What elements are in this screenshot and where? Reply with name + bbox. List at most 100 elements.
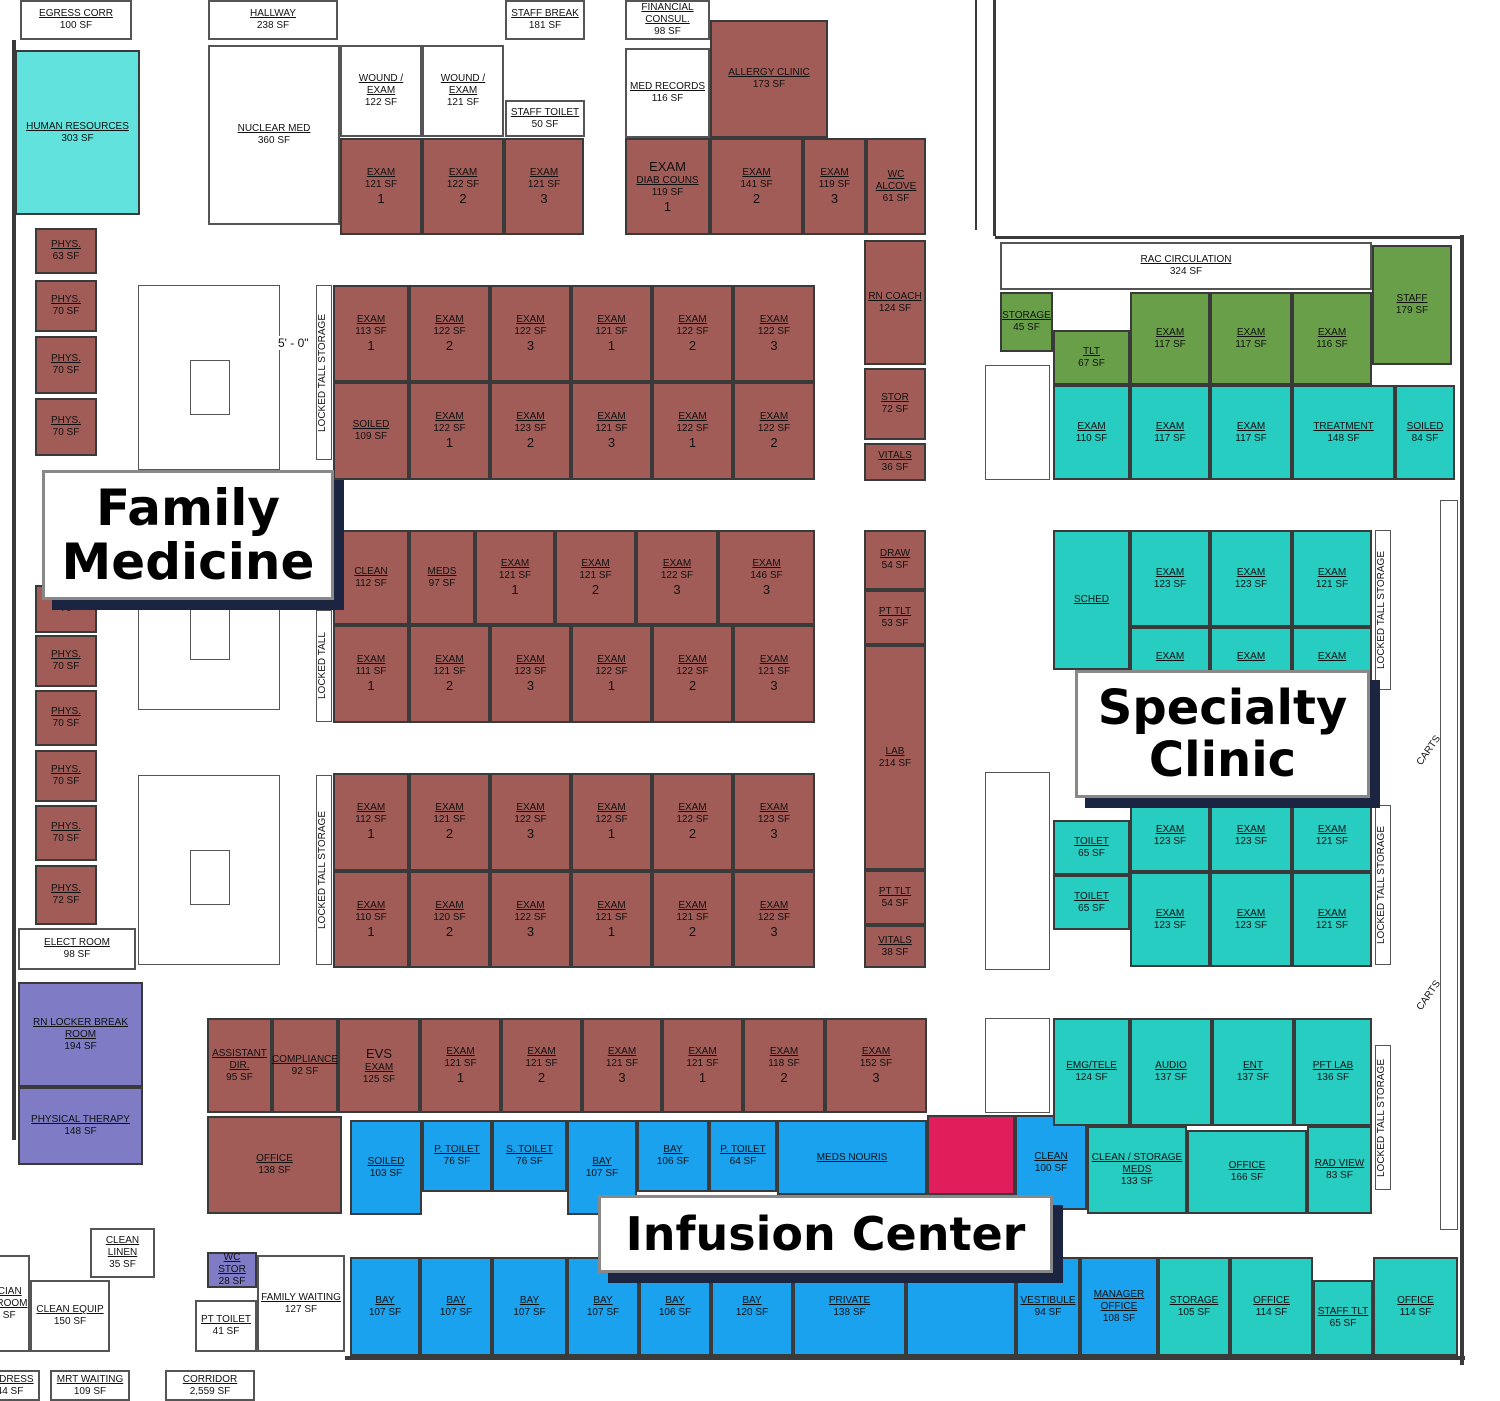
room-area: 122 SF — [676, 666, 709, 677]
room-name: STAFF TOILET — [510, 106, 580, 118]
room-number: 3 — [770, 826, 778, 841]
room-area: 123 SF — [514, 666, 547, 677]
room-area: 360 SF — [257, 135, 291, 146]
room-area: 70 SF — [52, 365, 80, 376]
room-area: 76 SF — [516, 1156, 543, 1167]
waiting-furniture-2 — [985, 772, 1050, 970]
room-number: 2 — [688, 678, 697, 693]
room-area: 121 SF — [433, 666, 466, 677]
room-area: 53 SF — [881, 617, 909, 629]
room-number: 1 — [445, 435, 454, 450]
room-area: 110 SF — [355, 911, 387, 923]
room-area: 121 SF — [444, 1057, 477, 1069]
dimension-label: 5' - 0" — [278, 336, 309, 350]
room-area: 124 SF — [878, 302, 912, 314]
room-area: 324 SF — [1169, 266, 1203, 277]
room-name: EXAM — [752, 557, 781, 569]
room-area: 118 SF — [768, 1057, 800, 1069]
room-name: EXAM — [678, 802, 707, 813]
specialty-clinic-callout: Specialty Clinic — [1075, 670, 1370, 798]
room-area: 97 SF — [428, 577, 456, 589]
room-prefix: EVS — [365, 1045, 392, 1061]
room-area: 70 SF — [52, 776, 80, 787]
room-name: EXAM — [861, 1045, 891, 1057]
room-name: CLEAN — [354, 565, 388, 577]
room-name: EXAM — [516, 411, 545, 422]
room-name: PFT LAB — [1312, 1060, 1354, 1071]
room-name: EXAM — [446, 1045, 475, 1057]
room-area: 107 SF — [439, 1306, 473, 1318]
room-number: 3 — [526, 337, 535, 353]
room-number: 2 — [780, 1069, 788, 1085]
room-area: 123 SF — [1153, 836, 1187, 847]
room-area: 120 SF — [433, 911, 466, 923]
room-number: 3 — [762, 581, 771, 597]
family-medicine-line-1: Family — [96, 479, 280, 537]
room-prefix: EXAM — [649, 158, 686, 174]
room-name: MEDS — [427, 565, 457, 577]
room-number: 1 — [367, 678, 375, 693]
room-area: 136 SF — [1316, 1072, 1350, 1083]
room-number: 3 — [526, 678, 535, 693]
room-name: HUMAN RESOURCES — [26, 120, 129, 132]
room-area: 150 SF — [53, 1316, 87, 1327]
room-area: 112 SF — [355, 814, 387, 825]
room-area: 121 SF — [364, 178, 398, 190]
room-area: 194 SF — [64, 1040, 97, 1052]
room-name: EXAM — [1155, 907, 1185, 919]
locked-tall-storage-1: LOCKED TALL STORAGE — [316, 285, 332, 460]
room-name: EXAM — [581, 557, 610, 569]
room-name: EXAM — [448, 166, 478, 178]
room-area: 122 SF — [757, 423, 791, 434]
room-name: DIAB COUNS — [636, 174, 699, 186]
room-area: 65 SF — [1329, 1318, 1357, 1329]
room-name: OFFICE — [1253, 1294, 1290, 1306]
room-name: ALLERGY CLINIC — [728, 67, 810, 78]
room-name: EXAM — [516, 899, 545, 911]
room-name: SICIAN RKROOM — [0, 1285, 28, 1309]
room-number: 1 — [377, 190, 385, 206]
room-name: BAY — [592, 1155, 612, 1167]
room-area: 121 SF — [433, 814, 466, 825]
room-area: 76 SF — [443, 1156, 471, 1167]
room-area: 100 SF — [59, 20, 93, 31]
room-name: EXAM — [678, 654, 707, 665]
room-area: 70 SF — [52, 718, 80, 729]
room-name: P. TOILET — [434, 1144, 480, 1155]
room-name: PHYS. — [50, 415, 81, 426]
room-area: 123 SF — [1153, 919, 1187, 931]
room-name: EXAM — [435, 313, 464, 325]
room-number: 2 — [688, 826, 697, 841]
room-name: BAY — [663, 1144, 683, 1155]
specialty-clinic-line-2: Clinic — [1148, 732, 1297, 788]
room-area: 64 SF — [729, 1156, 757, 1167]
room-name: LAB — [885, 745, 905, 757]
room-area: 61 SF — [882, 192, 910, 204]
room-number: 3 — [540, 190, 548, 206]
room-area: 138 SF — [258, 1165, 291, 1176]
room-area: 113 SF — [355, 325, 387, 337]
room-area: 121 SF — [446, 97, 480, 108]
room-area: 133 SF — [1120, 1176, 1154, 1187]
